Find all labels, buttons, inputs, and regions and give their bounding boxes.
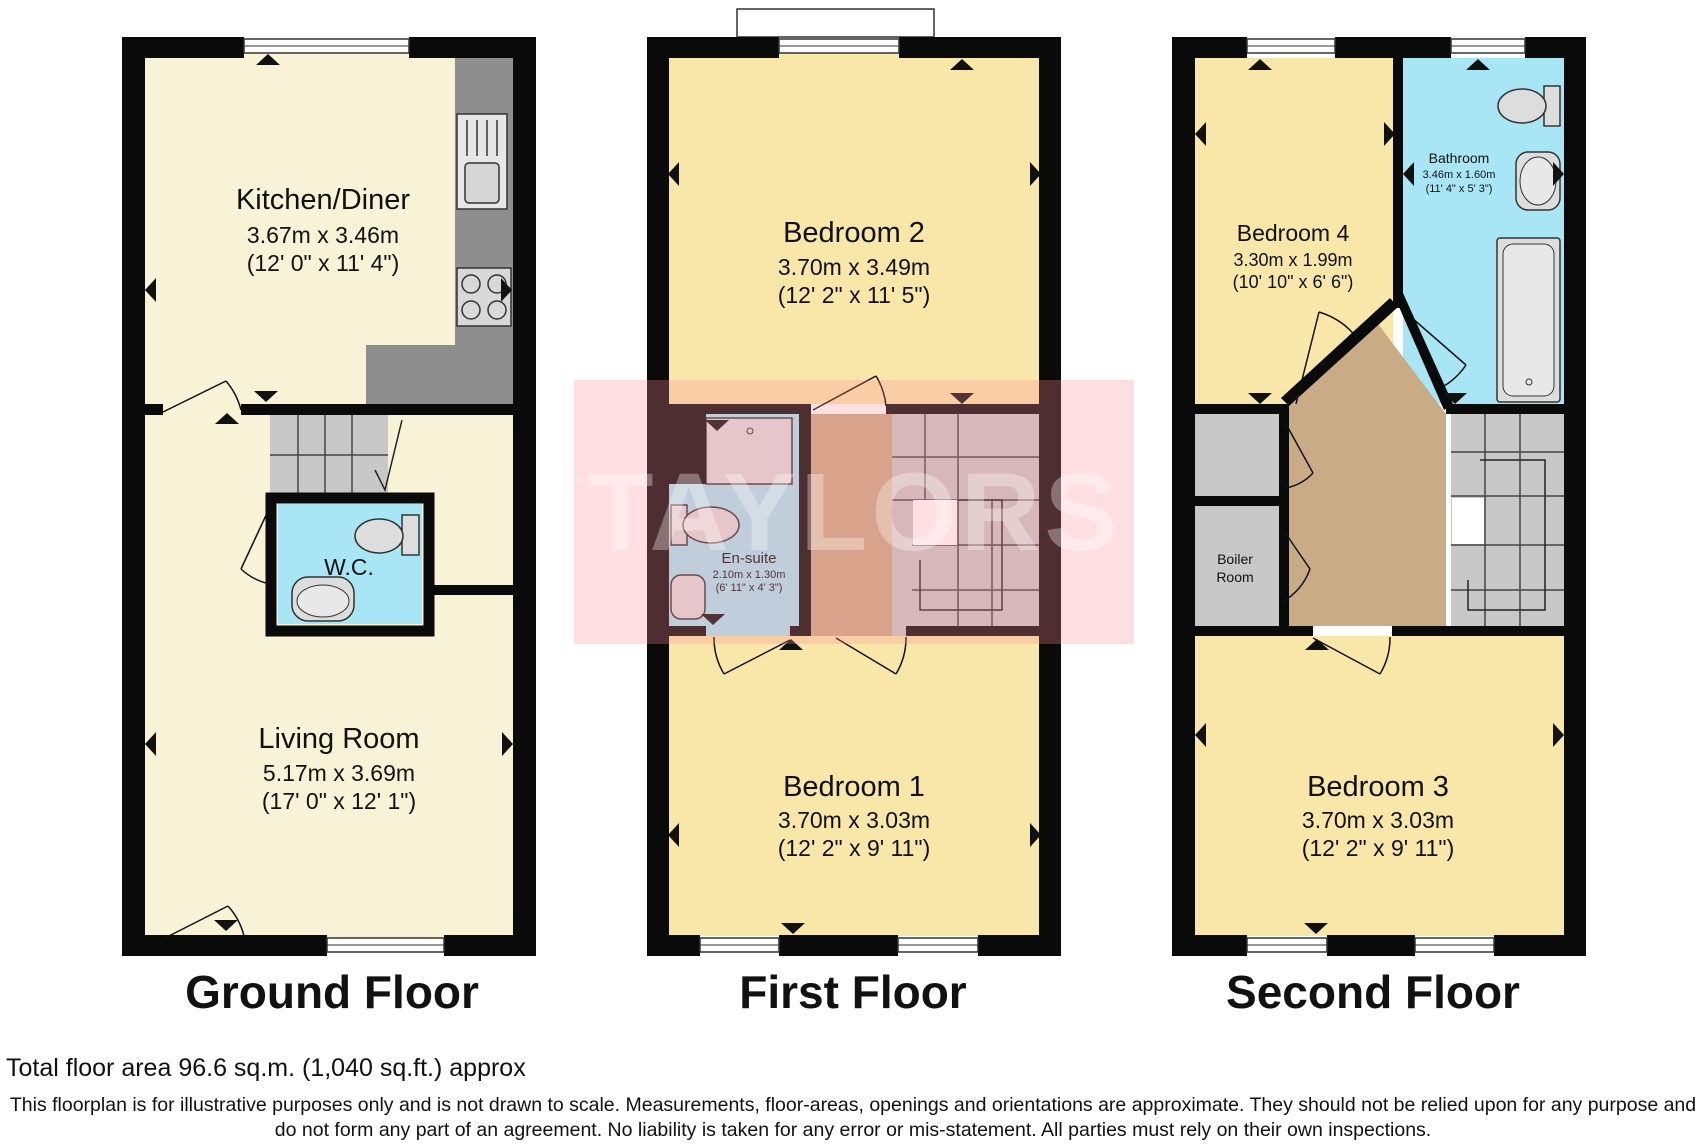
living-room-imperial-dims: (17' 0" x 12' 1"): [262, 788, 416, 814]
ensuite-toilet-bowl: [682, 506, 740, 544]
bathroom-imperial-dims: (11' 4" x 5' 3"): [1426, 183, 1493, 195]
boiler-room-fill: [1195, 506, 1279, 626]
second-window-bottom-left: [1246, 937, 1328, 953]
bedroom-1-imperial-dims: (12' 2" x 9' 11"): [778, 835, 931, 861]
first-landing-fill: [811, 414, 892, 636]
ground-stair-arrow: [374, 419, 403, 493]
ground-stair-treads: [270, 414, 388, 496]
bedroom-2-label: Bedroom 2: [783, 217, 925, 249]
balcony-railing: [736, 8, 935, 38]
bathroom-toilet-bowl: [1497, 88, 1547, 124]
second-window-top-left: [1246, 38, 1336, 54]
first-doors: [713, 375, 907, 675]
ground-doors: [162, 380, 271, 939]
bedroom-3-metric-dims: 3.70m x 3.03m: [1302, 807, 1454, 833]
first-floor-walls: [647, 37, 1061, 956]
ground-floor-plan: Kitchen/Diner 3.67m x 3.46m (12' 0" x 11…: [122, 37, 536, 956]
bath-inner: [1502, 243, 1555, 397]
shower-drain: [746, 427, 754, 435]
second-landing-fill: [1288, 324, 1446, 626]
ground-window-top: [243, 38, 410, 54]
ensuite-imperial-dims: (6' 11" x 4' 3"): [716, 582, 783, 594]
bedroom-4-label: Bedroom 4: [1237, 220, 1350, 246]
kitchen-metric-dims: 3.67m x 3.46m: [247, 222, 399, 248]
first-window-bottom-right: [897, 937, 979, 953]
first-floor-title: First Floor: [739, 966, 967, 1018]
first-floor-plan: Bedroom 2 3.70m x 3.49m (12' 2" x 11' 5"…: [647, 8, 1061, 956]
ground-window-bottom: [326, 937, 445, 953]
kitchen-label: Kitchen/Diner: [236, 184, 410, 216]
first-stair-arrow: [919, 499, 1003, 611]
wc-room-walls: [265, 492, 435, 637]
ensuite-basin: [670, 574, 706, 620]
bedroom-3-label: Bedroom 3: [1307, 771, 1449, 803]
cupboard-fill: [1195, 414, 1279, 496]
wc-toilet-cistern: [401, 514, 420, 556]
bedroom-2-imperial-dims: (12' 2" x 11' 5"): [778, 282, 931, 308]
wc-toilet-bowl: [354, 518, 404, 554]
bedroom-3-fill: [1195, 636, 1564, 936]
kitchen-sink-bowl: [464, 162, 500, 204]
living-room-label: Living Room: [258, 723, 419, 755]
second-stair-arrow: [1467, 459, 1546, 611]
sink-drainer-lines: [466, 120, 498, 156]
second-floor-plan: Bedroom 4 3.30m x 1.99m (10' 10" x 6' 6"…: [1172, 37, 1586, 956]
living-room-metric-dims: 5.17m x 3.69m: [263, 760, 415, 786]
second-doors: [1281, 311, 1467, 675]
kitchen-imperial-dims: (12' 0" x 11' 4"): [247, 250, 400, 276]
bedroom-2-metric-dims: 3.70m x 3.49m: [778, 254, 930, 280]
ground-floor-walls: [122, 37, 536, 956]
second-window-top-right: [1450, 38, 1526, 54]
wc-basin-bowl: [296, 584, 350, 618]
bathroom-basin-bowl: [1519, 156, 1557, 206]
bedroom-1-metric-dims: 3.70m x 3.03m: [778, 807, 930, 833]
first-window-top: [778, 38, 900, 54]
bedroom-2-fill: [669, 48, 1039, 404]
ensuite-label: En-suite: [721, 550, 776, 567]
total-floor-area: Total floor area 96.6 sq.m. (1,040 sq.ft…: [6, 1054, 526, 1082]
first-window-bottom-left: [699, 937, 780, 953]
ground-floor-title: Ground Floor: [185, 966, 479, 1018]
bathroom-metric-dims: 3.46m x 1.60m: [1423, 169, 1496, 181]
bedroom-4-imperial-dims: (10' 10" x 6' 6"): [1233, 272, 1354, 292]
bedroom-1-fill: [669, 636, 1039, 936]
first-stair-treads: [892, 414, 1039, 636]
disclaimer-text: This floorplan is for illustrative purpo…: [9, 1094, 1697, 1141]
bathroom-label: Bathroom: [1429, 150, 1490, 166]
bedroom-1-label: Bedroom 1: [783, 771, 925, 803]
second-window-bottom-right: [1414, 937, 1495, 953]
second-floor-walls: [1172, 37, 1586, 956]
boiler-room-label-line1: Boiler: [1217, 551, 1253, 567]
bedroom-4-metric-dims: 3.30m x 1.99m: [1233, 250, 1352, 270]
boiler-room-label-line2: Room: [1216, 569, 1253, 585]
first-stair-gap: [913, 500, 957, 545]
wc-label: W.C.: [324, 554, 374, 580]
bath-drain: [1525, 378, 1533, 386]
ensuite-shower: [705, 417, 793, 485]
second-floor-title: Second Floor: [1226, 966, 1520, 1018]
bedroom-3-imperial-dims: (12' 2" x 9' 11"): [1302, 835, 1455, 861]
ensuite-metric-dims: 2.10m x 1.30m: [713, 569, 786, 581]
second-stair-gap: [1452, 498, 1484, 544]
